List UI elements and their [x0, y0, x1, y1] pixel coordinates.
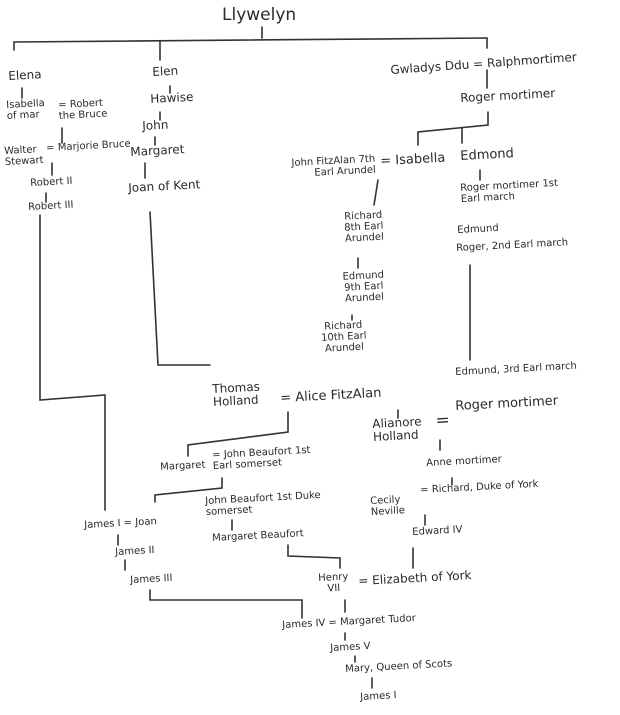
person-hawise: Hawise — [149, 89, 194, 106]
person-edmund: Edmund — [457, 222, 499, 236]
holland-bar — [187, 411, 289, 457]
person-james-i-england: James I — [360, 690, 397, 703]
joan-thomas — [149, 211, 211, 366]
person-edmond: Edmond — [459, 146, 515, 164]
person-elen: Elen — [151, 63, 179, 79]
person-isabella-mar: Isabella of mar — [6, 97, 46, 122]
person-elena: Elena — [7, 67, 42, 83]
person-margaret-2: Margaret — [160, 459, 206, 473]
person-edmund-9th: Edmund 9th Earl Arundel — [342, 269, 385, 305]
person-richard-8th: Richard 8th Earl Arundel — [343, 209, 385, 245]
person-robert3: Robert III — [28, 199, 74, 213]
fitzalan-richard — [373, 179, 379, 206]
roger-bar — [417, 111, 489, 146]
top-bar — [13, 37, 488, 51]
person-john-fitzalan: John FitzAlan 7th Earl Arundel — [291, 153, 377, 179]
robert3-james1 — [39, 214, 106, 511]
root-ancestor: Llywelyn — [222, 5, 297, 25]
person-thomas-holland: Thomas Holland — [211, 379, 261, 409]
person-robert2: Robert II — [30, 175, 73, 189]
person-james-v: James V — [330, 640, 371, 654]
margaretb-henry — [287, 544, 341, 569]
person-james-ii: James II — [115, 544, 155, 558]
person-john: John — [141, 117, 169, 133]
person-richard-10th: Richard 10th Earl Arundel — [320, 319, 367, 355]
person-henry-vii: Henry VII — [318, 571, 349, 595]
person-robert-bruce: = Robert the Bruce — [58, 97, 108, 122]
person-walter: Walter Stewart — [4, 144, 44, 168]
person-alianore-holland: Alianore Holland — [371, 414, 422, 444]
beaufort-bar — [154, 477, 223, 503]
person-cecily-neville: Cecily Neville — [370, 494, 406, 518]
james3-bar — [149, 589, 303, 619]
marriage-sign: = — [434, 410, 451, 431]
person-james-iii: James III — [130, 572, 173, 586]
